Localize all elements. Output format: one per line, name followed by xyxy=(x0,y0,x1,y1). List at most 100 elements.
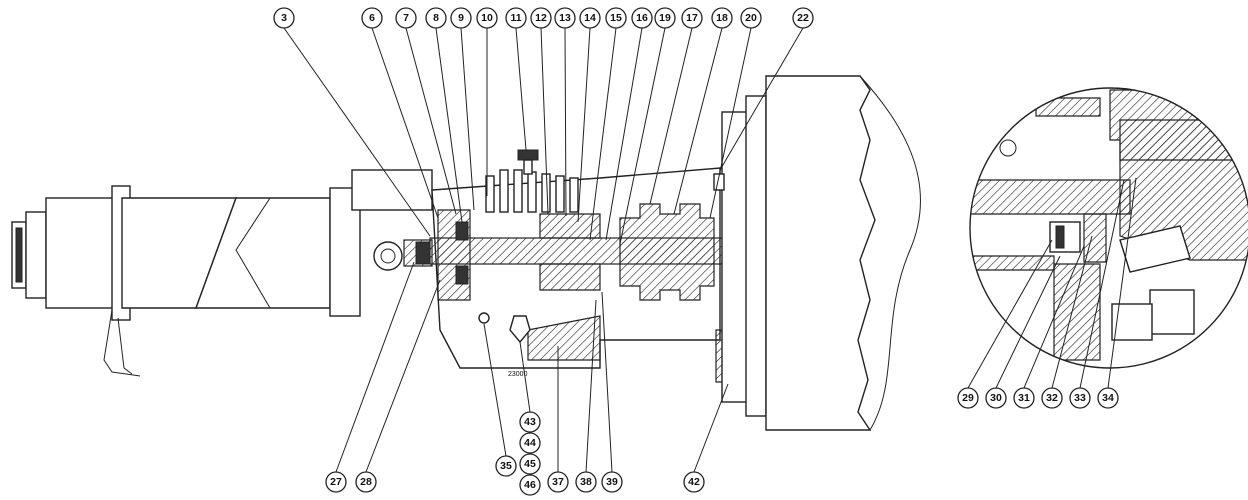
callout-30: 30 xyxy=(985,387,1007,409)
callout-35: 35 xyxy=(495,455,517,477)
svg-text:37: 37 xyxy=(552,476,564,488)
svg-text:39: 39 xyxy=(606,476,618,488)
connector-plug-ring xyxy=(25,211,47,299)
svg-text:17: 17 xyxy=(686,12,698,24)
callout-8: 8 xyxy=(425,7,447,29)
svg-text:11: 11 xyxy=(510,12,521,24)
leader-15 xyxy=(589,27,617,241)
callout-39: 39 xyxy=(601,471,623,493)
callouts-stack: 43 44 45 46 xyxy=(519,411,541,496)
callout-29: 29 xyxy=(957,387,979,409)
svg-text:38: 38 xyxy=(580,476,592,488)
leader-3 xyxy=(283,27,431,237)
leader-42 xyxy=(693,383,729,473)
leader-19 xyxy=(619,27,666,245)
motor-body xyxy=(45,197,123,309)
leader-12 xyxy=(540,27,549,215)
svg-text:10: 10 xyxy=(481,12,493,24)
callouts-top: 3 6 7 8 9 10 11 12 13 14 15 16 19 17 18 … xyxy=(273,7,814,29)
leader-17 xyxy=(649,27,693,205)
callouts-detail: 29 30 31 32 33 34 xyxy=(957,387,1119,409)
callout-31: 31 xyxy=(1013,387,1035,409)
detail-bolt-hole xyxy=(999,139,1017,157)
callout-18: 18 xyxy=(711,7,733,29)
leader-39 xyxy=(601,291,613,473)
callout-32: 32 xyxy=(1041,387,1063,409)
drain-plug xyxy=(509,315,531,344)
callout-34: 34 xyxy=(1097,387,1119,409)
leader-33 xyxy=(1079,179,1125,389)
leader-43 xyxy=(519,341,531,413)
break-line xyxy=(235,197,271,309)
callout-38: 38 xyxy=(575,471,597,493)
svg-text:30: 30 xyxy=(990,392,1002,404)
mounting-plate xyxy=(721,111,749,403)
callout-33: 33 xyxy=(1069,387,1091,409)
seal-housing-bottom xyxy=(539,263,601,291)
base-break-line xyxy=(859,75,921,431)
svg-text:28: 28 xyxy=(360,476,372,488)
leader-34 xyxy=(1107,177,1137,389)
callout-3: 3 xyxy=(273,7,295,29)
callout-22: 22 xyxy=(792,7,814,29)
housing-marking: 23000 xyxy=(508,371,528,378)
vent-stem xyxy=(523,159,533,175)
leader-14 xyxy=(577,27,591,223)
svg-text:32: 32 xyxy=(1046,392,1058,404)
cooling-fins xyxy=(485,169,579,213)
svg-text:29: 29 xyxy=(962,392,974,404)
bearing-lower xyxy=(455,265,469,285)
detail-roller xyxy=(1119,225,1191,273)
clamp-bracket-inner xyxy=(117,317,133,375)
leader-32 xyxy=(1051,235,1093,389)
mounting-plate-rim xyxy=(745,95,767,417)
svg-text:20: 20 xyxy=(745,12,757,24)
svg-text:31: 31 xyxy=(1018,392,1030,404)
svg-text:45: 45 xyxy=(524,458,536,470)
callout-15: 15 xyxy=(605,7,627,29)
clamp-bracket xyxy=(103,309,141,377)
svg-text:7: 7 xyxy=(403,12,409,24)
callout-10: 10 xyxy=(476,7,498,29)
leader-6 xyxy=(371,27,439,219)
svg-text:16: 16 xyxy=(636,12,648,24)
leader-13 xyxy=(564,27,567,217)
vent-knob xyxy=(517,149,539,161)
callout-16: 16 xyxy=(631,7,653,29)
leader-38 xyxy=(585,299,597,473)
detail-race-inner xyxy=(1119,119,1248,161)
callout-14: 14 xyxy=(579,7,601,29)
svg-text:46: 46 xyxy=(524,479,536,491)
leader-28 xyxy=(365,279,441,473)
leader-8 xyxy=(435,27,463,223)
callout-6: 6 xyxy=(361,7,383,29)
adapter-top-boss xyxy=(351,169,433,211)
adapter-port-inner xyxy=(380,248,396,264)
svg-text:22: 22 xyxy=(797,12,809,24)
leader-20 xyxy=(709,27,752,219)
detail-seal-ring xyxy=(1049,221,1081,253)
detail-top-block xyxy=(1035,97,1101,117)
leader-7 xyxy=(405,27,457,215)
leader-29 xyxy=(967,239,1053,389)
svg-text:8: 8 xyxy=(433,12,439,24)
svg-text:43: 43 xyxy=(524,416,536,428)
svg-text:27: 27 xyxy=(330,476,342,488)
detail-fastener xyxy=(1149,289,1195,335)
callout-46: 46 xyxy=(519,474,541,496)
svg-text:33: 33 xyxy=(1074,392,1086,404)
svg-text:18: 18 xyxy=(716,12,728,24)
svg-text:35: 35 xyxy=(500,460,512,472)
leader-27 xyxy=(335,261,415,473)
fastener-35 xyxy=(478,312,490,324)
svg-text:15: 15 xyxy=(610,12,622,24)
base-casting xyxy=(765,75,876,431)
callout-11: 11 xyxy=(505,7,527,29)
svg-text:3: 3 xyxy=(281,12,287,24)
svg-text:13: 13 xyxy=(559,12,571,24)
leader-9 xyxy=(460,27,475,211)
callout-17: 17 xyxy=(681,7,703,29)
detail-housing-upper xyxy=(970,179,1131,215)
detail-view xyxy=(969,87,1248,369)
